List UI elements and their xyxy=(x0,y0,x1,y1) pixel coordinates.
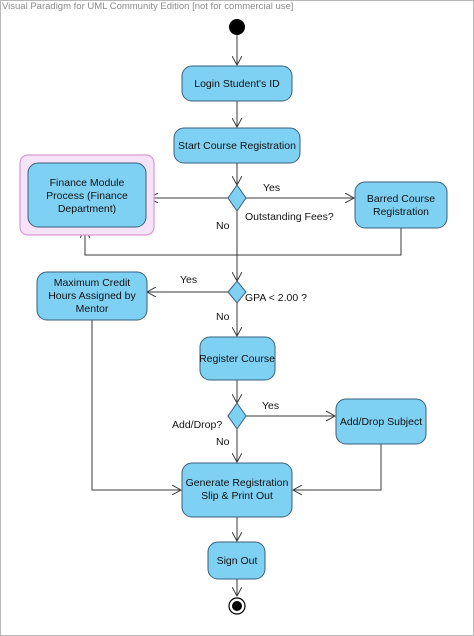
generate-label-line1: Generate Registration xyxy=(186,477,289,489)
action-start-registration-label: Start Course Registration xyxy=(178,140,296,152)
action-register-course-label: Register Course xyxy=(199,353,275,365)
action-sign-out[interactable]: Sign Out xyxy=(207,541,266,580)
guard-gpa-no: No xyxy=(216,311,230,323)
generate-label-line2: Slip & Print Out xyxy=(201,490,273,502)
decision-outstanding-fees[interactable] xyxy=(227,184,247,212)
max-credit-label-line2: Hours Assigned by xyxy=(48,290,136,302)
action-barred-registration[interactable]: Barred Course Registration xyxy=(354,181,448,229)
finance-label-line3: Department) xyxy=(58,203,116,215)
edge-subject-to-generate xyxy=(293,444,382,490)
barred-label-line2: Registration xyxy=(373,206,429,218)
watermark-text: Visual Paradigm for UML Community Editio… xyxy=(2,1,293,12)
max-credit-label-line3: Mentor xyxy=(76,303,109,315)
finance-label-line2: Process (Finance xyxy=(46,190,128,202)
edge-barred-loopback xyxy=(85,228,402,256)
action-add-drop-subject[interactable]: Add/Drop Subject xyxy=(335,398,427,445)
decision-gpa-label: GPA < 2.00 ? xyxy=(245,292,307,304)
action-start-registration[interactable]: Start Course Registration xyxy=(173,127,301,164)
decision-add-drop[interactable] xyxy=(227,402,247,430)
action-login-label: Login Student's ID xyxy=(194,78,280,90)
barred-label-line1: Barred Course xyxy=(367,193,435,205)
initial-node[interactable] xyxy=(229,19,245,35)
decision-fees-label: Outstanding Fees? xyxy=(245,211,334,223)
action-generate-slip[interactable]: Generate Registration Slip & Print Out xyxy=(181,462,293,518)
guard-fees-no: No xyxy=(216,220,230,232)
finance-label-line1: Finance Module xyxy=(50,177,125,189)
guard-add-drop-no: No xyxy=(216,436,230,448)
guard-add-drop-yes: Yes xyxy=(262,400,279,412)
action-add-drop-subject-label: Add/Drop Subject xyxy=(340,416,422,428)
action-max-credit[interactable]: Maximum Credit Hours Assigned by Mentor xyxy=(36,271,148,321)
action-sign-out-label: Sign Out xyxy=(217,555,258,567)
action-login[interactable]: Login Student's ID xyxy=(181,65,293,102)
edge-max-credit-to-generate xyxy=(91,320,181,490)
decision-gpa[interactable] xyxy=(227,280,247,304)
final-node[interactable] xyxy=(228,597,246,615)
guard-fees-yes: Yes xyxy=(263,182,280,194)
decision-add-drop-label: Add/Drop? xyxy=(172,419,222,431)
action-finance-module[interactable]: Finance Module Process (Finance Departme… xyxy=(19,154,155,236)
edges xyxy=(85,35,402,596)
guard-gpa-yes: Yes xyxy=(180,274,197,286)
max-credit-label-line1: Maximum Credit xyxy=(54,277,131,289)
action-register-course[interactable]: Register Course xyxy=(199,336,276,381)
